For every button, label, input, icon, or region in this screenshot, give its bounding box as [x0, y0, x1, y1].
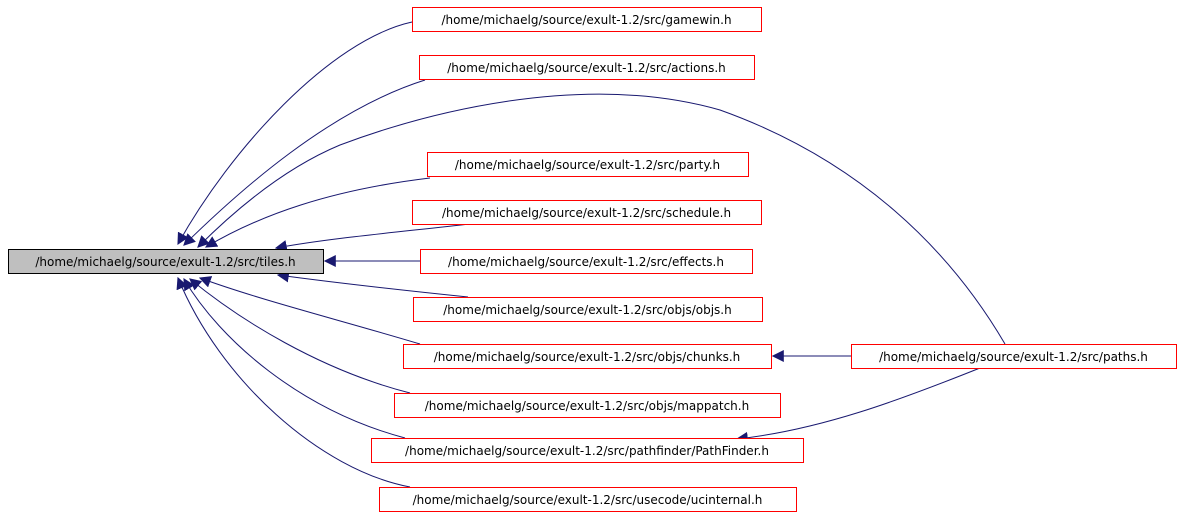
node-label: /home/michaelg/source/exult-1.2/src/objs…: [434, 350, 741, 364]
edge-mappatch-to-tiles: [189, 278, 411, 394]
edge-ucinternal-to-tiles: [176, 276, 411, 488]
node-ucinternal[interactable]: /home/michaelg/source/exult-1.2/src/usec…: [379, 487, 797, 512]
node-party[interactable]: /home/michaelg/source/exult-1.2/src/part…: [427, 152, 749, 177]
node-box: [427, 152, 749, 177]
node-box: [419, 55, 755, 80]
node-box: [8, 249, 324, 274]
node-gamewin[interactable]: /home/michaelg/source/exult-1.2/src/game…: [412, 7, 762, 32]
node-box: [371, 438, 804, 463]
node-label: /home/michaelg/source/exult-1.2/src/acti…: [447, 61, 726, 75]
node-label: /home/michaelg/source/exult-1.2/src/objs…: [425, 399, 749, 413]
edge-schedule-to-tiles: [274, 223, 471, 252]
node-label: /home/michaelg/source/exult-1.2/src/sche…: [442, 206, 731, 220]
node-schedule[interactable]: /home/michaelg/source/exult-1.2/src/sche…: [412, 200, 762, 225]
edge-paths-to-tiles: [197, 93, 1006, 345]
node-box: [413, 297, 763, 322]
node-paths[interactable]: /home/michaelg/source/exult-1.2/src/path…: [851, 344, 1177, 369]
edge-party-to-tiles: [204, 177, 431, 248]
node-chunks[interactable]: /home/michaelg/source/exult-1.2/src/objs…: [403, 344, 772, 369]
node-box: [403, 344, 772, 369]
node-effects[interactable]: /home/michaelg/source/exult-1.2/src/effe…: [420, 249, 753, 274]
node-mappatch[interactable]: /home/michaelg/source/exult-1.2/src/objs…: [394, 393, 781, 418]
edge-chunks-to-tiles: [198, 276, 421, 345]
node-box: [420, 249, 753, 274]
node-box: [412, 7, 762, 32]
node-label: /home/michaelg/source/exult-1.2/src/path…: [405, 444, 769, 458]
node-label: /home/michaelg/source/exult-1.2/src/path…: [879, 350, 1148, 364]
node-pathfinder[interactable]: /home/michaelg/source/exult-1.2/src/path…: [371, 438, 804, 463]
node-label: /home/michaelg/source/exult-1.2/src/part…: [455, 158, 720, 172]
node-label: /home/michaelg/source/exult-1.2/src/tile…: [35, 255, 295, 269]
edge-actions-to-tiles: [183, 79, 426, 246]
root-node-tiles[interactable]: /home/michaelg/source/exult-1.2/src/tile…: [8, 249, 324, 274]
node-actions[interactable]: /home/michaelg/source/exult-1.2/src/acti…: [419, 55, 755, 80]
node-box: [379, 487, 797, 512]
edge-gamewin-to-tiles: [177, 21, 413, 246]
node-box: [412, 200, 762, 225]
node-label: /home/michaelg/source/exult-1.2/src/game…: [441, 13, 731, 27]
edge-objs-to-tiles: [276, 270, 469, 298]
edge-paths-to-pathfinder: [735, 367, 981, 444]
node-box: [851, 344, 1177, 369]
node-box: [394, 393, 781, 418]
node-label: /home/michaelg/source/exult-1.2/src/usec…: [413, 493, 763, 507]
node-label: /home/michaelg/source/exult-1.2/src/objs…: [443, 303, 731, 317]
node-label: /home/michaelg/source/exult-1.2/src/effe…: [448, 255, 724, 269]
node-objs[interactable]: /home/michaelg/source/exult-1.2/src/objs…: [413, 297, 763, 322]
edge-pathfinder-to-tiles: [183, 277, 406, 439]
